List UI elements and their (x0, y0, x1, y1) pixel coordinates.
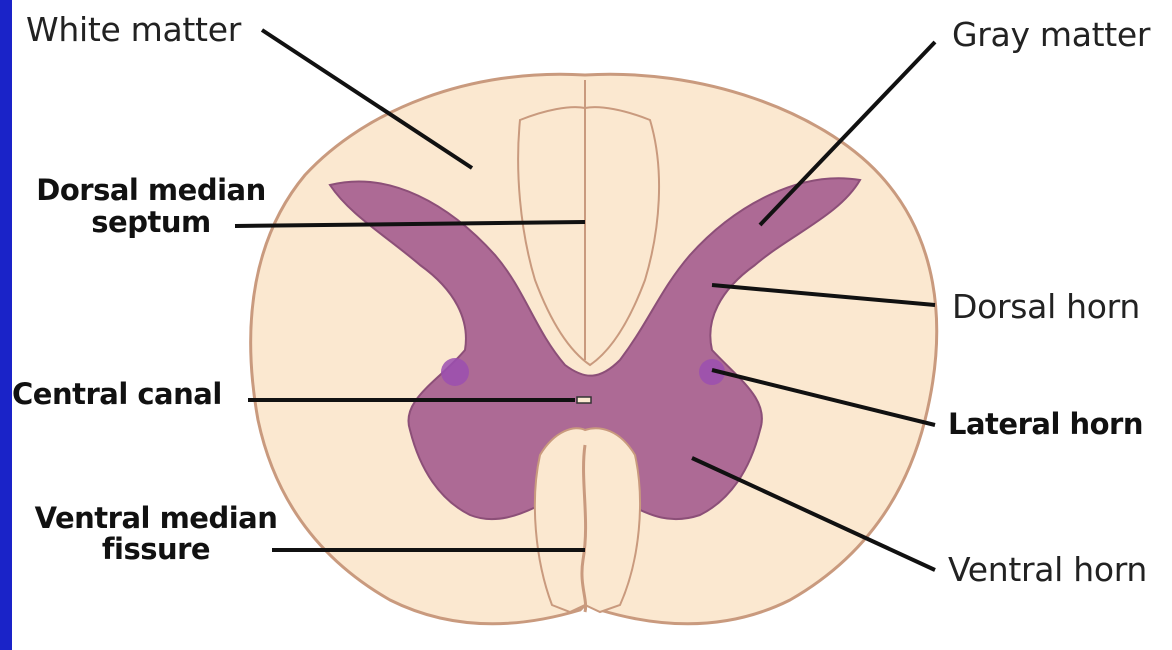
lateral-horn-spot-left (441, 358, 469, 386)
label-white-matter: White matter (26, 13, 241, 46)
label-central-canal: Central canal (12, 380, 222, 409)
label-gray-matter: Gray matter (952, 18, 1150, 51)
label-lateral-horn: Lateral horn (948, 410, 1143, 439)
central-canal (577, 397, 591, 403)
label-ventral-median-fissure-line2: fissure (26, 535, 286, 564)
label-ventral-median-fissure-line1: Ventral median (26, 504, 286, 533)
label-dorsal-horn: Dorsal horn (952, 290, 1140, 323)
label-dorsal-median-septum-line2: septum (26, 208, 276, 237)
ventral-column (535, 428, 640, 612)
label-dorsal-median-septum-line1: Dorsal median (26, 176, 276, 205)
label-ventral-horn: Ventral horn (948, 553, 1147, 586)
